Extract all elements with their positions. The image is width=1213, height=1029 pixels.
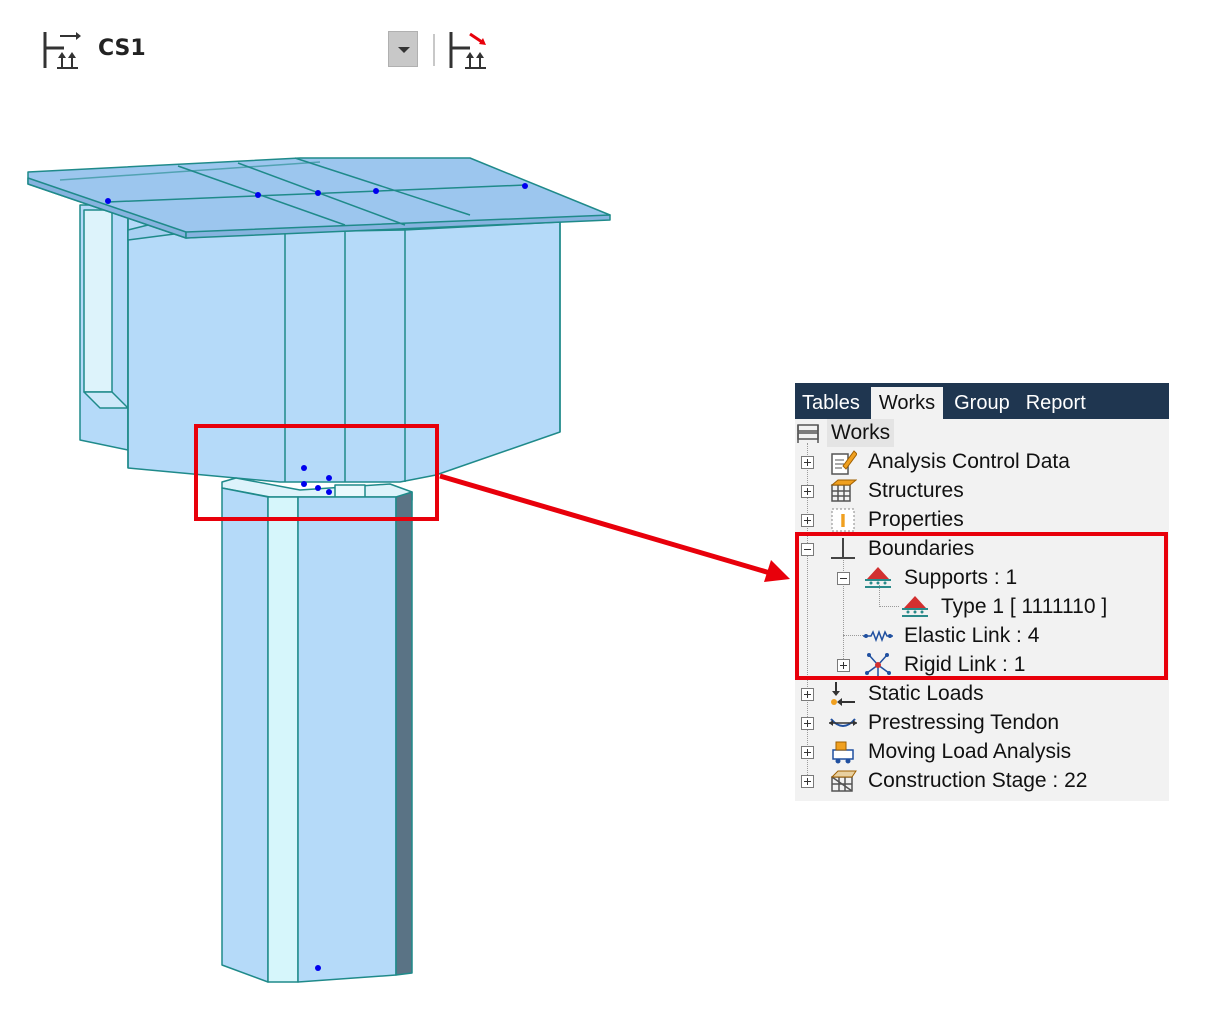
tree-label: Construction Stage : 22 — [868, 769, 1088, 792]
node-dot — [326, 489, 332, 495]
expand-toggle[interactable] — [801, 485, 814, 498]
tree-guide-line — [807, 443, 808, 783]
tab-group[interactable]: Group — [954, 392, 1010, 414]
support-icon — [863, 564, 893, 592]
node-dot — [522, 183, 528, 189]
column-front-face — [297, 496, 397, 983]
node-dot — [326, 475, 332, 481]
tree-label: Works — [827, 419, 895, 447]
analysis-control-icon — [829, 448, 859, 476]
tree-item-moving-load-analysis[interactable]: Moving Load Analysis — [795, 738, 1169, 766]
tree-item-properties[interactable]: I Properties — [795, 506, 1169, 534]
boundaries-icon — [829, 535, 859, 563]
tree-guide-line — [843, 555, 844, 665]
column-left-face — [221, 487, 269, 983]
tab-report[interactable]: Report — [1025, 392, 1086, 414]
tree-label: Structures — [868, 479, 964, 502]
tree-root-works[interactable]: Works — [795, 419, 1169, 447]
moving-load-icon — [829, 738, 859, 766]
tree-item-supports[interactable]: Supports : 1 — [795, 564, 1169, 592]
column-right-face-shadow — [395, 491, 413, 976]
expand-toggle[interactable] — [801, 688, 814, 701]
tree-label: Moving Load Analysis — [868, 740, 1072, 763]
tree-item-prestressing-tendon[interactable]: Prestressing Tendon — [795, 709, 1169, 737]
tree-label: Type 1 [ 1111110 ] — [941, 595, 1108, 618]
node-dot — [315, 965, 321, 971]
tree-item-structures[interactable]: Structures — [795, 477, 1169, 505]
cap-beam-opening — [83, 209, 113, 393]
expand-toggle[interactable] — [801, 514, 814, 527]
works-tree-panel: Tables Works Group Report Works Analysis… — [795, 383, 1169, 801]
rigid-link-icon — [863, 651, 893, 679]
prestressing-tendon-icon — [829, 709, 859, 737]
tree-label: Prestressing Tendon — [868, 711, 1060, 734]
static-loads-icon — [829, 680, 859, 708]
current-stage-label[interactable]: CS1 — [98, 36, 146, 61]
node-dot — [373, 188, 379, 194]
elastic-link-icon — [863, 622, 893, 650]
tree-item-support-type[interactable]: Type 1 [ 1111110 ] — [795, 593, 1169, 621]
tab-works[interactable]: Works — [870, 387, 944, 419]
tree-item-elastic-link[interactable]: Elastic Link : 4 — [795, 622, 1169, 650]
tab-tables[interactable]: Tables — [802, 392, 860, 414]
expand-toggle[interactable] — [801, 717, 814, 730]
tree-label: Static Loads — [868, 682, 984, 705]
tree-label: Rigid Link : 1 — [904, 653, 1026, 676]
node-dot — [301, 481, 307, 487]
tree-label: Boundaries — [868, 537, 975, 560]
tree-item-static-loads[interactable]: Static Loads — [795, 680, 1169, 708]
expand-toggle[interactable] — [837, 659, 850, 672]
toolbar: CS1 — [0, 0, 1213, 100]
construction-stage-icon — [829, 767, 859, 795]
node-dot — [315, 190, 321, 196]
expand-toggle[interactable] — [801, 456, 814, 469]
toolbar-separator — [433, 34, 435, 66]
node-dot — [255, 192, 261, 198]
expand-toggle[interactable] — [801, 775, 814, 788]
construction-stage-icon[interactable] — [42, 30, 82, 70]
svg-text:I: I — [840, 511, 847, 532]
tree-guide-line — [843, 635, 863, 636]
bridge-pier-model-view[interactable] — [0, 100, 640, 1000]
properties-icon: I — [829, 506, 859, 534]
tree-item-analysis-control[interactable]: Analysis Control Data — [795, 448, 1169, 476]
expand-toggle[interactable] — [801, 746, 814, 759]
structures-icon — [829, 477, 859, 505]
tree-item-rigid-link[interactable]: Rigid Link : 1 — [795, 651, 1169, 679]
node-markers — [105, 183, 528, 971]
highlight-box-model-connection — [194, 424, 439, 521]
collapse-toggle[interactable] — [837, 572, 850, 585]
highlight-box-boundaries — [795, 532, 1168, 680]
tree-label: Elastic Link : 4 — [904, 624, 1040, 647]
stage-dropdown-button[interactable] — [388, 31, 418, 67]
tree-label: Properties — [868, 508, 964, 531]
tree-item-boundaries[interactable]: Boundaries — [795, 535, 1169, 563]
tree-tab-bar: Tables Works Group Report — [795, 383, 1169, 419]
construction-stage-activate-icon[interactable] — [448, 30, 490, 70]
tree-label: Analysis Control Data — [868, 450, 1070, 473]
works-folder-icon — [795, 419, 825, 447]
collapse-toggle[interactable] — [801, 543, 814, 556]
tree-item-construction-stage[interactable]: Construction Stage : 22 — [795, 767, 1169, 795]
node-dot — [315, 485, 321, 491]
tree-guide-line — [879, 585, 880, 607]
tree-label: Supports : 1 — [904, 566, 1018, 589]
node-dot — [105, 198, 111, 204]
column-front-left-strip — [267, 496, 299, 983]
support-icon — [900, 593, 930, 621]
node-dot — [301, 465, 307, 471]
tree-guide-line — [879, 606, 899, 607]
